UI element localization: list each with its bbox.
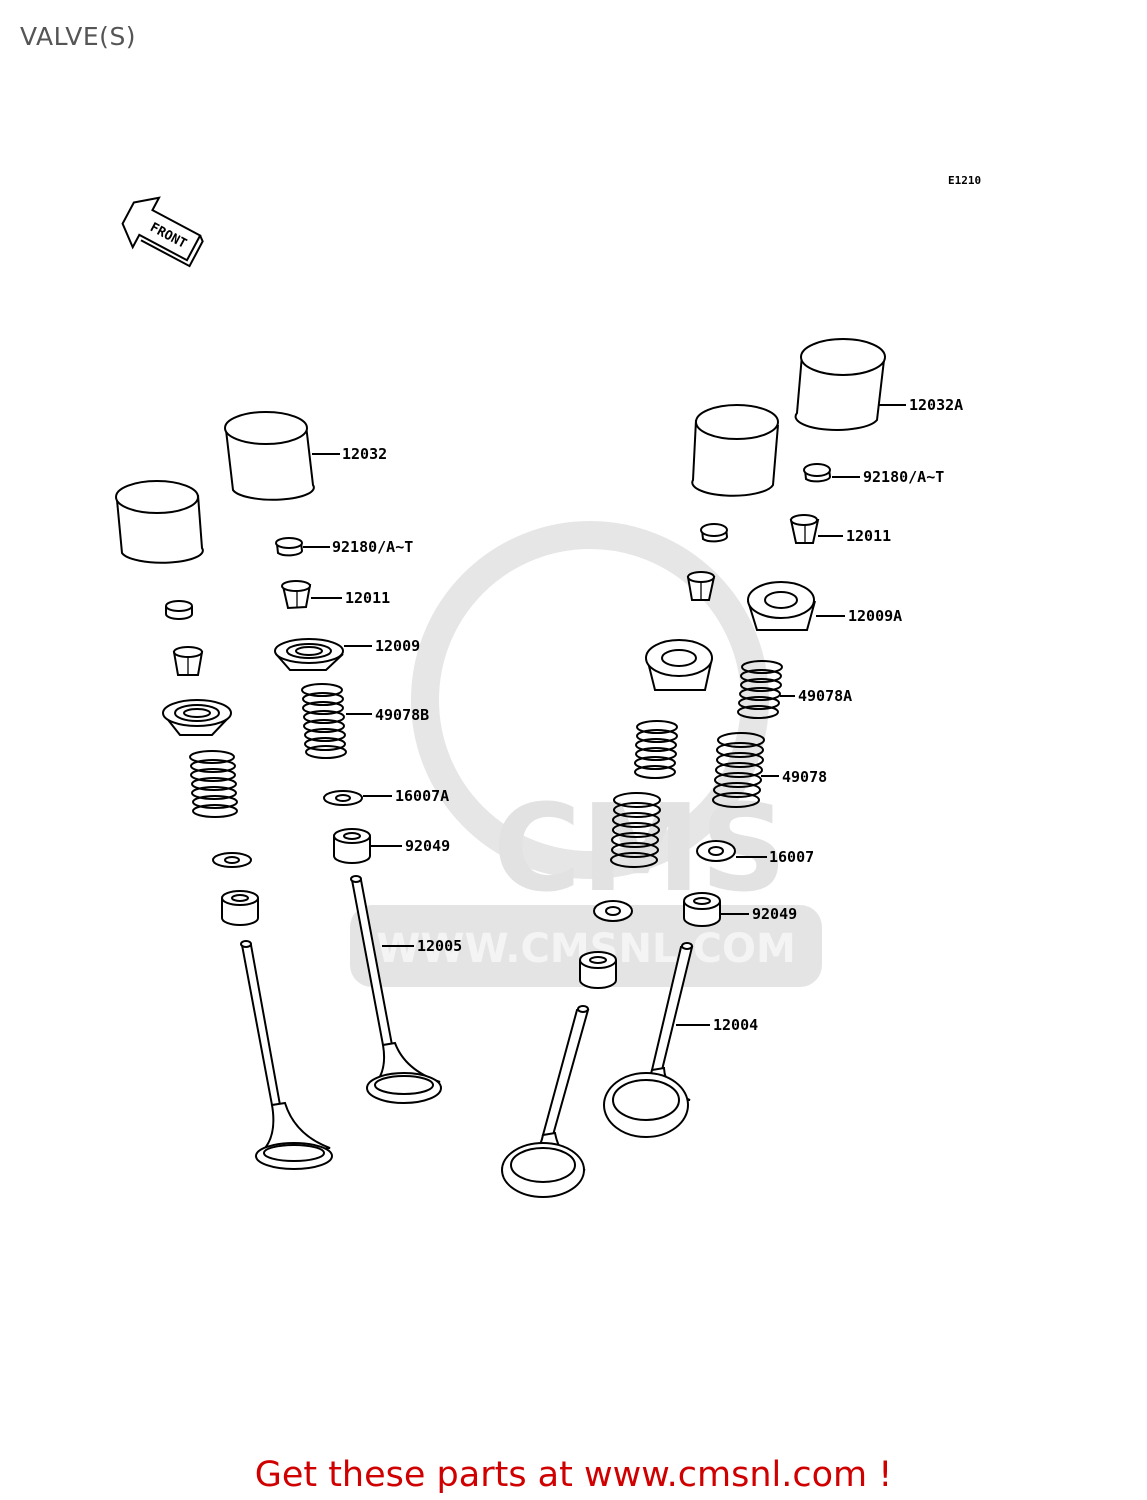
- valve-cotter-12011-right: [789, 514, 820, 544]
- watermark-brand: CMS: [493, 780, 787, 919]
- valve-cotter-inner: [686, 571, 716, 601]
- part-label-92180-right: 92180/A~T: [863, 468, 944, 486]
- part-label-12011-right: 12011: [846, 527, 891, 545]
- part-label-12032a: 12032A: [909, 396, 963, 414]
- stem-seal-92049-right: [683, 892, 721, 927]
- part-label-16007a: 16007A: [395, 787, 449, 805]
- bucket-tappet-12032: [224, 411, 315, 501]
- spring-retainer-12009a: [747, 581, 816, 631]
- part-label-12005: 12005: [417, 937, 462, 955]
- shim: [165, 600, 193, 620]
- bucket-tappet-inner: [691, 404, 779, 497]
- stem-seal-inner: [579, 951, 617, 989]
- valve-cotter: [172, 646, 204, 676]
- page-title: VALVE(S): [20, 22, 137, 51]
- front-arrow-icon: FRONT: [121, 196, 204, 268]
- valve-cotter-12011: [281, 580, 312, 610]
- spring-seat: [212, 852, 252, 868]
- intake-valve-inner: [501, 1005, 590, 1198]
- valve-spring-49078: [712, 732, 765, 808]
- spring-retainer: [162, 699, 232, 736]
- valve: [240, 940, 333, 1170]
- exhaust-valve-12005: [350, 875, 442, 1104]
- spring-retainer-12009: [274, 638, 344, 671]
- part-label-12004: 12004: [713, 1016, 758, 1034]
- part-label-49078: 49078: [782, 768, 827, 786]
- part-label-12009: 12009: [375, 637, 420, 655]
- part-label-12011-left: 12011: [345, 589, 390, 607]
- shim-92180: [275, 537, 304, 557]
- part-label-16007: 16007: [769, 848, 814, 866]
- shim-inner: [700, 523, 729, 543]
- spring-seat-16007a: [323, 790, 363, 806]
- part-label-92049-left: 92049: [405, 837, 450, 855]
- valve-spring: [189, 750, 238, 818]
- valve-spring-inner-lower: [610, 792, 661, 868]
- valve-spring-49078a: [737, 660, 783, 719]
- intake-valve-12004: [603, 942, 694, 1138]
- promo-link[interactable]: Get these parts at www.cmsnl.com !: [254, 1455, 893, 1495]
- bucket-tappet: [115, 480, 204, 564]
- stem-seal-92049-left: [333, 828, 371, 864]
- part-label-12009a: 12009A: [848, 607, 902, 625]
- part-label-49078b: 49078B: [375, 706, 429, 724]
- valve-spring-inner-upper: [634, 720, 678, 779]
- spring-seat-inner: [593, 900, 633, 922]
- part-label-49078a: 49078A: [798, 687, 852, 705]
- valve-spring-49078b: [301, 683, 347, 759]
- spring-retainer-inner: [645, 639, 713, 691]
- part-label-92049-right: 92049: [752, 905, 797, 923]
- stem-seal: [221, 890, 259, 926]
- bucket-tappet-12032a: [794, 338, 886, 431]
- part-label-92180-left: 92180/A~T: [332, 538, 413, 556]
- part-label-12032: 12032: [342, 445, 387, 463]
- diagram-code: E1210: [948, 174, 981, 187]
- shim-92180-right: [803, 463, 832, 483]
- spring-seat-16007: [696, 840, 736, 862]
